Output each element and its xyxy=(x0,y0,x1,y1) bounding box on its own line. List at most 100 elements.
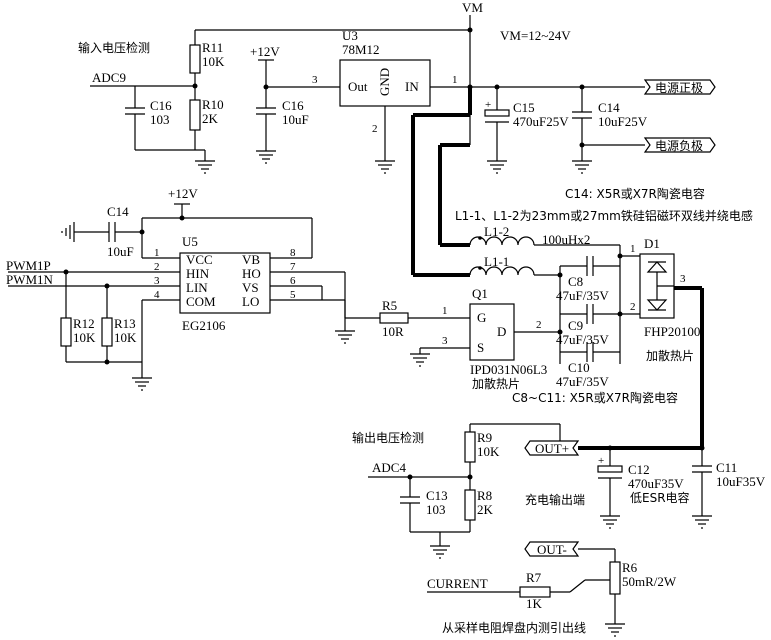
q1-ref: Q1 xyxy=(472,286,488,301)
u5-num-8: 8 xyxy=(290,247,296,259)
out-negative-connector xyxy=(524,541,580,557)
r10-ref: R10 xyxy=(202,97,224,112)
c13-value: 103 xyxy=(426,502,446,517)
c10-ref: C10 xyxy=(568,360,590,375)
c8-ref: C8 xyxy=(568,274,583,289)
current-net-label: CURRENT xyxy=(427,576,488,591)
power-negative-label: 电源负极 xyxy=(655,139,703,153)
resistor-r5 xyxy=(379,312,409,324)
inductor-l1-1 xyxy=(469,266,535,276)
out-positive-connector xyxy=(524,440,580,456)
u5-pin-ho: HO xyxy=(242,266,261,281)
vm-label: VM xyxy=(462,0,483,15)
u5-ref: U5 xyxy=(182,234,198,249)
sample-note: 从采样电阻焊盘内测引出线 xyxy=(442,620,586,635)
d1-pin2: 2 xyxy=(630,301,636,313)
c12-ref: C12 xyxy=(628,462,650,477)
r9-ref: R9 xyxy=(477,430,492,445)
c11-ref: C11 xyxy=(716,460,737,475)
resistor-r11 xyxy=(189,44,201,74)
v12-net-label: +12V xyxy=(250,44,280,59)
r5-value: 10R xyxy=(382,324,404,339)
d1-pin3: 3 xyxy=(680,273,686,285)
diode-d1 xyxy=(639,253,675,319)
input-detect-title: 输入电压检测 xyxy=(78,40,150,55)
resistor-r8 xyxy=(464,489,476,521)
c14b-ref: C14 xyxy=(107,204,129,219)
c14a-value: 10uF25V xyxy=(598,114,648,129)
r6-value: 50mR/2W xyxy=(622,574,677,589)
r13-value: 10K xyxy=(114,330,137,345)
r11-value: 10K xyxy=(202,54,225,69)
c16b-value: 10uF xyxy=(282,112,309,127)
u5-pin-lo: LO xyxy=(242,294,259,309)
r12-value: 10K xyxy=(73,330,96,345)
capacitor-c8 xyxy=(560,256,620,276)
u3-pin3: 3 xyxy=(312,74,318,86)
power-negative-connector xyxy=(643,137,716,153)
c9-ref: C9 xyxy=(568,318,583,333)
u5-value: EG2106 xyxy=(182,318,226,333)
low-esr-note: 低ESR电容 xyxy=(630,490,690,505)
out-positive-label: OUT+ xyxy=(535,441,569,456)
q1-pin3: 3 xyxy=(442,335,448,347)
c10-value: 47uF/35V xyxy=(556,374,609,389)
r7-ref: R7 xyxy=(526,570,542,585)
resistor-r10 xyxy=(189,99,201,131)
vm-rail xyxy=(194,15,473,88)
power-positive-connector xyxy=(643,79,716,95)
u3-pin1: 1 xyxy=(452,74,458,86)
adc9-net-label: ADC9 xyxy=(92,70,126,85)
q1-value: IPD031N06L3 xyxy=(470,362,547,377)
r11-ref: R11 xyxy=(202,40,223,55)
u3-ref: U3 xyxy=(342,28,358,43)
u5-num-4: 4 xyxy=(154,289,160,301)
q1-gate-label: G xyxy=(477,310,486,325)
c12-value: 470uF35V xyxy=(628,476,684,491)
c8-c11-note: C8~C11: X5R或X7R陶瓷电容 xyxy=(512,390,678,405)
l11-ref: L1-1 xyxy=(484,254,509,269)
adc4-net-label: ADC4 xyxy=(372,460,406,475)
r12-ref: R12 xyxy=(73,316,95,331)
out-negative-label: OUT- xyxy=(537,542,567,557)
r5-ref: R5 xyxy=(382,298,397,313)
c11-value: 10uF35V xyxy=(716,474,766,489)
mosfet-q1 xyxy=(469,303,515,361)
capacitor-c14-10uf25v xyxy=(572,111,592,119)
capacitor-c16-10uf xyxy=(256,107,276,115)
svg-text:+: + xyxy=(598,455,604,467)
capacitor-c16-103 xyxy=(125,107,145,115)
svg-text:+: + xyxy=(485,99,491,111)
l12-value: 100uHx2 xyxy=(542,232,590,247)
c14b-value: 10uF xyxy=(107,244,134,259)
regulator-u3 xyxy=(339,59,431,107)
r10-value: 2K xyxy=(202,111,219,126)
c13-ref: C13 xyxy=(426,488,448,503)
u3-out-pin: Out xyxy=(348,79,368,94)
u3-pin2: 2 xyxy=(372,123,378,135)
u5-num-3: 3 xyxy=(154,275,160,287)
r7-value: 1K xyxy=(526,596,543,611)
capacitor-c9 xyxy=(560,304,620,324)
c16b-ref: C16 xyxy=(282,98,304,113)
output-detect-title: 输出电压检测 xyxy=(352,430,424,445)
inductor-note: L1-1、L1-2为23mm或27mm铁硅铝磁环双线并绕电感 xyxy=(455,208,753,223)
c15-value: 470uF25V xyxy=(513,114,569,129)
u5-num-1: 1 xyxy=(154,247,160,259)
inductor-l1-2 xyxy=(469,236,535,246)
resistor-r6 xyxy=(609,561,621,595)
u3-in-pin: IN xyxy=(405,79,419,94)
q1-heatsink-note: 加散热片 xyxy=(472,376,520,391)
capacitor-c13 xyxy=(400,496,420,504)
u5-pin-vcc: VCC xyxy=(186,252,213,267)
driver-ic-u5 xyxy=(179,252,271,314)
r8-value: 2K xyxy=(477,502,494,517)
charge-output-note: 充电输出端 xyxy=(525,492,585,507)
d1-value: FHP20100 xyxy=(644,324,700,339)
u3-gnd-pin: GND xyxy=(377,68,392,96)
u5-pin-lin: LIN xyxy=(186,280,208,295)
u5-pin-vb: VB xyxy=(242,252,260,267)
resistor-r9 xyxy=(464,431,476,463)
q1-pin1: 1 xyxy=(442,305,448,317)
